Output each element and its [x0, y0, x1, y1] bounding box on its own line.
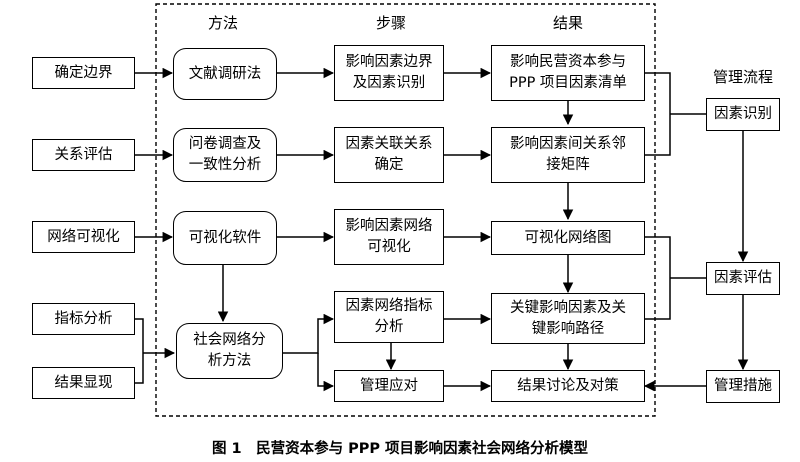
- method-questionnaire: 问卷调查及 一致性分析: [173, 128, 277, 182]
- left-box-relation: 关系评估: [32, 139, 135, 171]
- method-software: 可视化软件: [173, 211, 277, 265]
- header-steps: 步骤: [375, 14, 406, 32]
- step-management: 管理应对: [334, 370, 444, 402]
- left-box-display: 结果显现: [32, 367, 135, 399]
- step-relation: 因素关联关系 确定: [334, 127, 444, 183]
- step-visualization: 影响因素网络 可视化: [334, 209, 444, 265]
- method-sna: 社会网络分 析方法: [176, 323, 283, 379]
- process-evaluation: 因素评估: [706, 262, 780, 295]
- process-identification: 因素识别: [706, 98, 780, 131]
- process-measures: 管理措施: [706, 370, 780, 403]
- result-adjacency-matrix: 影响因素间关系邻 接矩阵: [491, 127, 645, 183]
- header-process: 管理流程: [712, 68, 773, 86]
- step-identification: 影响因素边界 及因素识别: [334, 45, 444, 101]
- left-box-indicator: 指标分析: [32, 303, 135, 335]
- left-box-boundary: 确定边界: [32, 57, 135, 89]
- header-results: 结果: [552, 14, 583, 32]
- figure-caption: 图 1 民营资本参与 PPP 项目影响因素社会网络分析模型: [211, 441, 589, 457]
- result-network-graph: 可视化网络图: [491, 221, 645, 255]
- result-factor-list: 影响民营资本参与 PPP 项目因素清单: [491, 45, 645, 101]
- result-discussion: 结果讨论及对策: [491, 370, 645, 402]
- left-box-visualization: 网络可视化: [32, 221, 135, 253]
- result-key-factors: 关键影响因素及关 键影响路径: [491, 293, 645, 344]
- step-indicator-analysis: 因素网络指标 分析: [334, 291, 444, 343]
- method-literature: 文献调研法: [173, 48, 277, 100]
- header-method: 方法: [207, 14, 238, 32]
